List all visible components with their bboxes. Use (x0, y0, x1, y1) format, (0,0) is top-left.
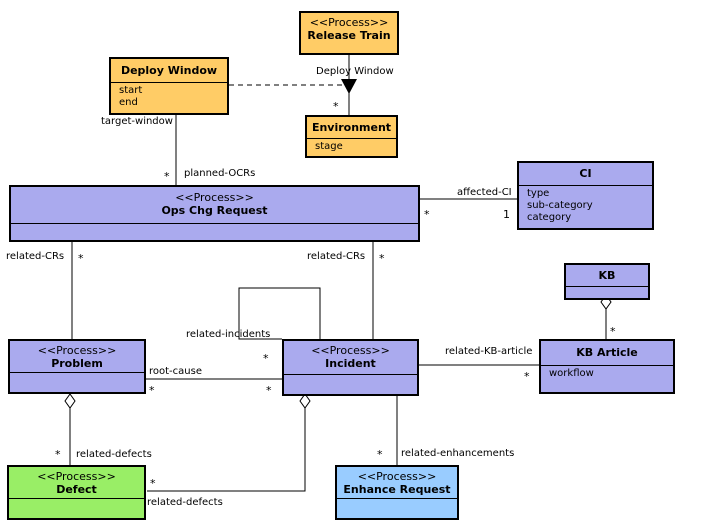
class-name: Incident (325, 357, 376, 370)
environment-header: Environment (307, 117, 396, 138)
multiplicity-ops-right: * (424, 208, 430, 221)
label-related-enhancements: related-enhancements (401, 448, 515, 459)
arrowhead (341, 79, 357, 94)
class-name: Ops Chg Request (161, 204, 268, 217)
multiplicity-ci-left: 1 (503, 208, 510, 221)
stereotype-label: <<Process>> (175, 191, 254, 204)
multiplicity-defect-right: * (150, 477, 156, 490)
enhance-request-class[interactable]: <<Process>> Enhance Request (335, 465, 459, 520)
label-related-kb-article: related-KB-article (445, 346, 533, 357)
multiplicity-ops-top: * (164, 170, 170, 183)
deploy-window-header: Deploy Window (111, 59, 227, 82)
attribute: type (527, 188, 550, 199)
multiplicity-ops-right-bottom: * (379, 252, 385, 265)
class-name: Environment (311, 121, 392, 134)
stereotype-label: <<Process>> (37, 344, 117, 357)
label-related-crs-right: related-CRs (307, 251, 366, 262)
aggregation-diamond-problem (64, 393, 76, 409)
class-name: Enhance Request (343, 483, 451, 496)
defect-class[interactable]: <<Process>> Defect (7, 465, 146, 520)
class-name: Defect (56, 483, 97, 496)
multiplicity-kb-article-top: * (610, 325, 616, 338)
multiplicity-ops-left-bottom: * (78, 252, 84, 265)
kb-class[interactable]: KB (564, 263, 650, 300)
stereotype-label: <<Process>> (357, 470, 437, 483)
multiplicity-incident-self: * (263, 352, 269, 365)
class-name: CI (579, 167, 592, 180)
incident-header: <<Process>> Incident (284, 341, 417, 375)
ci-attributes: type sub-category category (519, 185, 652, 224)
ops-chg-request-header: <<Process>> Ops Chg Request (11, 187, 418, 224)
class-name: KB Article (576, 346, 638, 359)
class-name: Problem (51, 357, 103, 370)
label-root-cause: root-cause (149, 366, 202, 377)
attribute: category (527, 212, 572, 223)
aggregation-diamond-incident (299, 393, 311, 409)
label-deploy-window: Deploy Window (316, 66, 394, 77)
enhance-request-header: <<Process>> Enhance Request (337, 467, 457, 499)
label-affected-ci: affected-CI (457, 187, 512, 198)
release-train-class[interactable]: <<Process>> Release Train (299, 11, 399, 55)
environment-attributes: stage (307, 138, 396, 153)
multiplicity-problem-right: * (149, 384, 155, 397)
class-name: KB (598, 269, 616, 282)
ci-header: CI (519, 163, 652, 185)
multiplicity-environment-top: * (333, 100, 339, 113)
class-name: Deploy Window (120, 64, 218, 77)
problem-class[interactable]: <<Process>> Problem (8, 339, 146, 394)
label-related-crs-left: related-CRs (6, 251, 65, 262)
label-related-incidents: related-incidents (186, 329, 271, 340)
deploy-window-attributes: start end (111, 82, 227, 109)
kb-header: KB (566, 265, 648, 287)
ci-class[interactable]: CI type sub-category category (517, 161, 654, 230)
multiplicity-enhance-top: * (377, 448, 383, 461)
deploy-window-class[interactable]: Deploy Window start end (109, 57, 229, 115)
label-related-defects-problem: related-defects (76, 449, 152, 460)
release-train-header: <<Process>> Release Train (301, 13, 397, 42)
stereotype-label: <<Process>> (311, 344, 390, 357)
kb-article-attributes: workflow (541, 365, 673, 380)
label-related-defects-incident: related-defects (147, 497, 223, 508)
multiplicity-defect-top: * (55, 448, 61, 461)
attribute: start (119, 85, 143, 96)
attribute: stage (315, 141, 343, 152)
stereotype-label: <<Process>> (37, 470, 116, 483)
attribute: workflow (549, 368, 594, 379)
multiplicity-incident-left: * (266, 384, 272, 397)
multiplicity-kb-article-left: * (524, 370, 530, 383)
stereotype-label: <<Process>> (309, 16, 389, 29)
defect-header: <<Process>> Defect (9, 467, 144, 499)
incident-defect-line (147, 408, 306, 492)
environment-class[interactable]: Environment stage (305, 115, 398, 158)
label-target-window: target-window (101, 116, 173, 127)
attribute: end (119, 97, 138, 108)
ops-chg-request-class[interactable]: <<Process>> Ops Chg Request (9, 185, 420, 242)
kb-article-class[interactable]: KB Article workflow (539, 339, 675, 394)
problem-header: <<Process>> Problem (10, 341, 144, 373)
class-name: Release Train (307, 29, 391, 42)
kb-article-header: KB Article (541, 341, 673, 365)
attribute: sub-category (527, 200, 593, 211)
related-incidents-loop (238, 287, 321, 340)
label-planned-ocrs: planned-OCRs (184, 168, 256, 179)
incident-class[interactable]: <<Process>> Incident (282, 339, 419, 396)
